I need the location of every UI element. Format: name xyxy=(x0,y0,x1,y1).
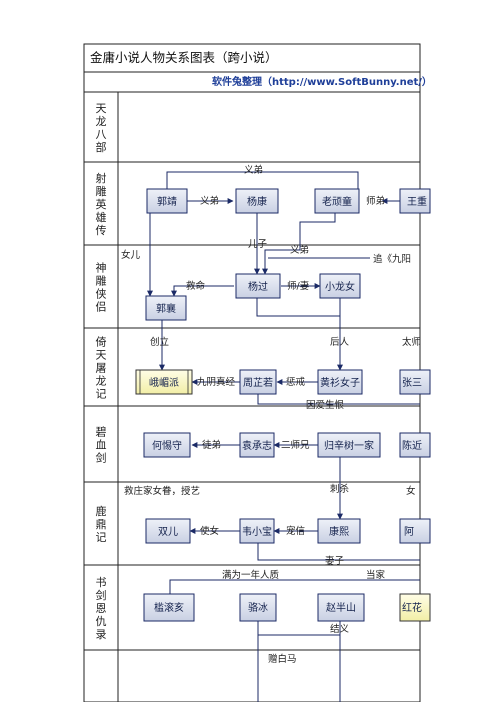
node-weixiaobao[interactable]: 韦小宝 xyxy=(239,518,275,544)
chart-title: 金庸小说人物关系图表（跨小说） xyxy=(90,50,278,65)
node-label: 王重 xyxy=(407,195,427,208)
edge-label-tudi: 徒弟 xyxy=(202,439,221,451)
connector-laowantong-yangguo xyxy=(262,213,336,275)
node-guixin[interactable]: 归辛树一家 xyxy=(317,432,381,458)
edge-label-yidi-2: 义弟 xyxy=(290,244,309,256)
node-label: 骆冰 xyxy=(248,601,268,614)
row-label-luding: 鹿鼎记 xyxy=(96,504,107,544)
connector-yangguo-down xyxy=(256,298,340,317)
connector-yangguo-guoxiang xyxy=(171,285,234,297)
node-laowantong[interactable]: 老顽童 xyxy=(314,188,360,214)
node-kangxi[interactable]: 康熙 xyxy=(317,518,361,544)
row-label-shujian: 书剑恩仇录 xyxy=(96,576,107,641)
row-labels: 天龙八部 射雕英雄传 神雕侠侣 倚天屠龙记 碧血剑 鹿鼎记 书剑恩仇录 xyxy=(96,102,107,641)
node-yuanchengzhi[interactable]: 袁承志 xyxy=(239,432,275,458)
node-emei[interactable]: 峨嵋派 xyxy=(135,369,193,395)
connector-qizi xyxy=(257,543,420,561)
row-label-yitian: 倚天屠龙记 xyxy=(96,336,107,401)
connectors xyxy=(147,171,420,702)
edge-label-erzi: 儿子 xyxy=(248,239,268,250)
edge-label-dangjia: 当家 xyxy=(366,569,386,581)
node-chenjin[interactable]: 陈近 xyxy=(399,432,431,458)
edge-label-jiuming: 救命 xyxy=(186,280,206,292)
edge-label-shiqi: 师/妻 xyxy=(287,280,310,292)
edge-label-nv: 女 xyxy=(406,485,416,497)
node-label: 赵半山 xyxy=(326,601,356,614)
edge-label-chuangli: 创立 xyxy=(150,336,169,348)
node-luobing[interactable]: 骆冰 xyxy=(239,593,277,622)
edge-label-jiuzhuang: 救庄家女眷，授艺 xyxy=(124,485,200,497)
node-label: 黄衫女子 xyxy=(320,376,360,389)
edge-label-tai: 太师 xyxy=(402,336,421,348)
node-huangshan[interactable]: 黄衫女子 xyxy=(317,369,363,395)
edge-label-yidi: 义弟 xyxy=(200,195,219,207)
node-a[interactable]: 阿 xyxy=(399,518,431,544)
node-label: 韦小宝 xyxy=(242,525,272,538)
edge-label-yinai: 因爱生恨 xyxy=(306,399,345,411)
node-label: 周芷若 xyxy=(243,376,273,389)
node-label: 郭靖 xyxy=(157,195,177,208)
edge-label-yidi-top: 义弟 xyxy=(244,164,263,176)
connector-yinai xyxy=(257,394,420,405)
node-label: 峨嵋派 xyxy=(149,377,179,389)
edge-label-jiuyang: 九阴真经 xyxy=(197,376,236,388)
node-label: 归辛树一家 xyxy=(324,439,374,452)
edge-label-houren: 后人 xyxy=(330,337,350,348)
node-zhangsan[interactable]: 张三 xyxy=(399,369,431,395)
node-xiaolongnv[interactable]: 小龙女 xyxy=(319,273,361,299)
node-label: 阿 xyxy=(404,526,414,538)
node-label: 老顽童 xyxy=(322,195,352,208)
node-label: 何惕守 xyxy=(152,439,182,452)
node-yangguo[interactable]: 杨过 xyxy=(235,273,281,299)
node-guoxiang[interactable]: 郭襄 xyxy=(145,295,187,321)
connector-guojing-laowantong xyxy=(166,171,359,189)
edge-label-nver: 女儿 xyxy=(121,249,141,261)
edge-label-jieyi: 结义 xyxy=(330,623,350,635)
node-label: 袁承志 xyxy=(242,439,272,452)
node-label: 张三 xyxy=(402,377,422,389)
node-zhaobanshan[interactable]: 赵半山 xyxy=(317,593,365,622)
nodes: 郭靖 杨康 老顽童 王重 杨过 小龙女 郭襄 峨嵋派 周芷若 黄衫女子 张三 何… xyxy=(135,188,431,622)
edge-label-shidi: 师弟 xyxy=(366,195,385,207)
row-label-shendiao: 神雕侠侣 xyxy=(96,261,107,314)
edge-label-qizi: 妻子 xyxy=(325,555,345,567)
node-zhouzhiruo[interactable]: 周芷若 xyxy=(239,369,277,395)
edge-label-ershixiong: 二师兄 xyxy=(281,439,310,451)
node-label: 槛滚亥 xyxy=(154,601,184,614)
node-label: 红花 xyxy=(402,601,422,614)
node-label: 小龙女 xyxy=(325,280,355,293)
connector-jieyi xyxy=(257,621,341,636)
node-label: 陈近 xyxy=(402,439,422,452)
node-label: 杨过 xyxy=(248,280,268,293)
node-heitishou[interactable]: 何惕守 xyxy=(143,432,191,458)
row-label-shediao: 射雕英雄传 xyxy=(96,171,107,237)
chart-subtitle: 软件兔整理（http://www.SoftBunny.net/） xyxy=(212,75,432,88)
edge-label-chongxin: 宠信 xyxy=(286,525,305,537)
edge-label-shinv: 使女 xyxy=(200,525,219,537)
node-shuanger[interactable]: 双儿 xyxy=(145,518,191,544)
connector-renzhi xyxy=(169,579,420,594)
edge-label-zengbaima: 赠白马 xyxy=(268,653,297,665)
node-label: 郭襄 xyxy=(156,302,176,315)
node-label: 双儿 xyxy=(158,526,178,538)
edge-label-jiejie: 惩戒 xyxy=(286,376,306,388)
node-yangkang[interactable]: 杨康 xyxy=(235,188,279,214)
node-label: 康熙 xyxy=(329,525,349,538)
node-guojing[interactable]: 郭靖 xyxy=(146,188,188,214)
node-huoqingtong[interactable]: 槛滚亥 xyxy=(143,593,195,622)
row-label-tianlong: 天龙八部 xyxy=(96,102,107,154)
node-wangchong[interactable]: 王重 xyxy=(399,188,431,214)
edge-label-cisha: 刺杀 xyxy=(330,483,349,495)
row-label-bixue: 碧血剑 xyxy=(96,426,107,465)
edge-labels: 义弟 义弟 师弟 儿子 义弟 女儿 追《九阳 救命 师/妻 创立 后人 太师 九… xyxy=(121,164,421,665)
node-hong[interactable]: 红花 xyxy=(399,593,431,622)
edge-label-zhui: 追《九阳 xyxy=(373,253,411,265)
edge-label-renzhi: 满为一年人质 xyxy=(222,569,280,581)
node-label: 杨康 xyxy=(247,195,267,208)
